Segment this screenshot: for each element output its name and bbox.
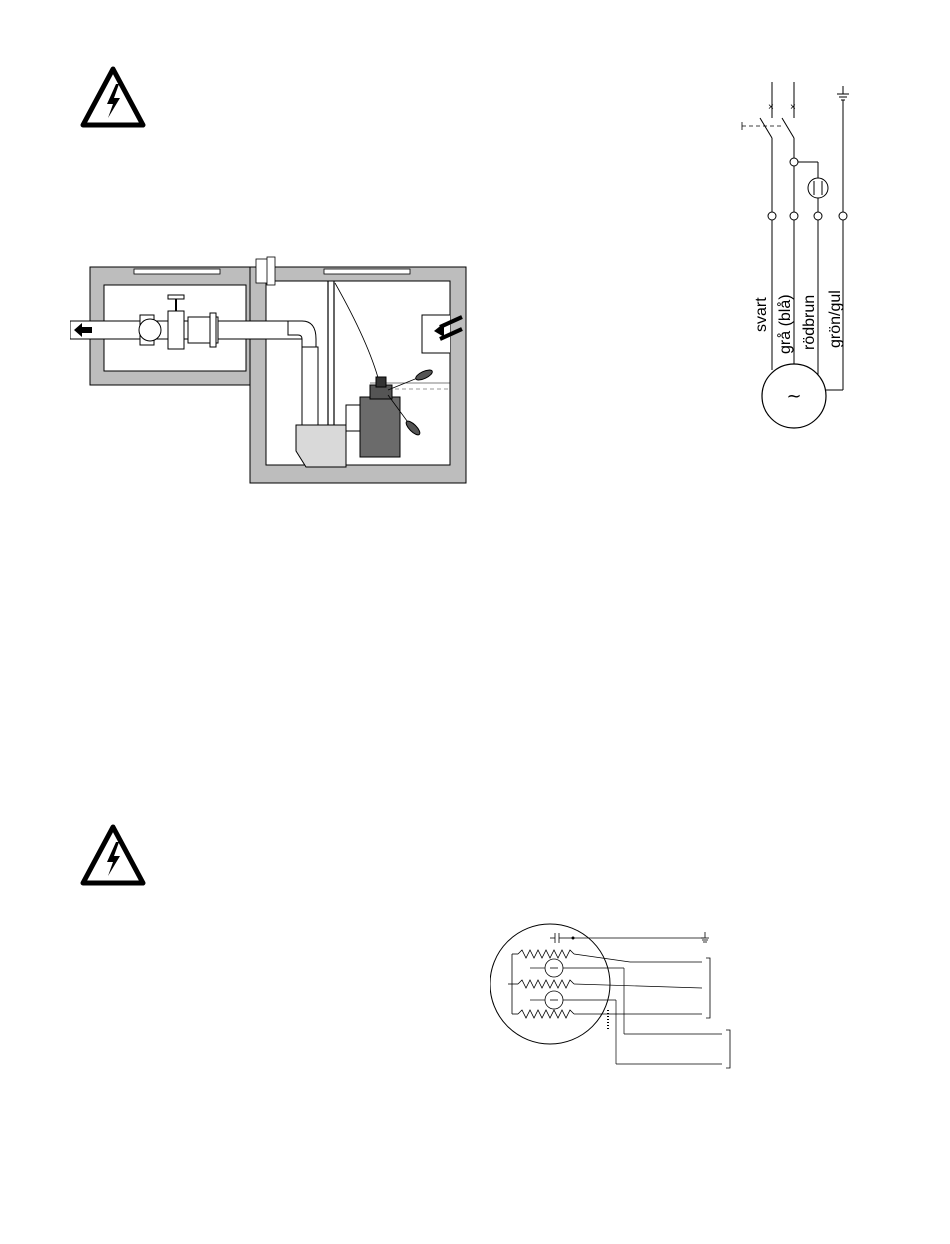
wiring-diagram: × × bbox=[730, 82, 860, 432]
wire-label-gron-gul: grön/gul bbox=[827, 290, 844, 348]
submersible-pump-icon bbox=[346, 377, 400, 457]
motor-icon: ~ bbox=[762, 364, 826, 428]
wire-label-rodbrun: rödbrun bbox=[801, 295, 818, 350]
wire-label-gra-bla: grå (blå) bbox=[776, 294, 794, 354]
warning-sign-bottom bbox=[80, 824, 146, 886]
svg-text:×: × bbox=[768, 102, 774, 113]
ground-symbol-icon bbox=[837, 86, 849, 100]
high-voltage-warning-icon bbox=[80, 66, 146, 128]
thermal-switch-icon bbox=[808, 178, 828, 198]
warning-sign-top bbox=[80, 66, 146, 128]
stator-diagram bbox=[490, 918, 740, 1070]
gate-valve-icon bbox=[139, 295, 218, 349]
svg-text:×: × bbox=[790, 102, 796, 113]
installation-diagram bbox=[70, 255, 470, 485]
motor-symbol: ~ bbox=[786, 386, 801, 407]
ground-symbol-icon bbox=[701, 932, 709, 942]
wire-label-svart: svart bbox=[753, 297, 770, 332]
high-voltage-warning-icon bbox=[80, 824, 146, 886]
